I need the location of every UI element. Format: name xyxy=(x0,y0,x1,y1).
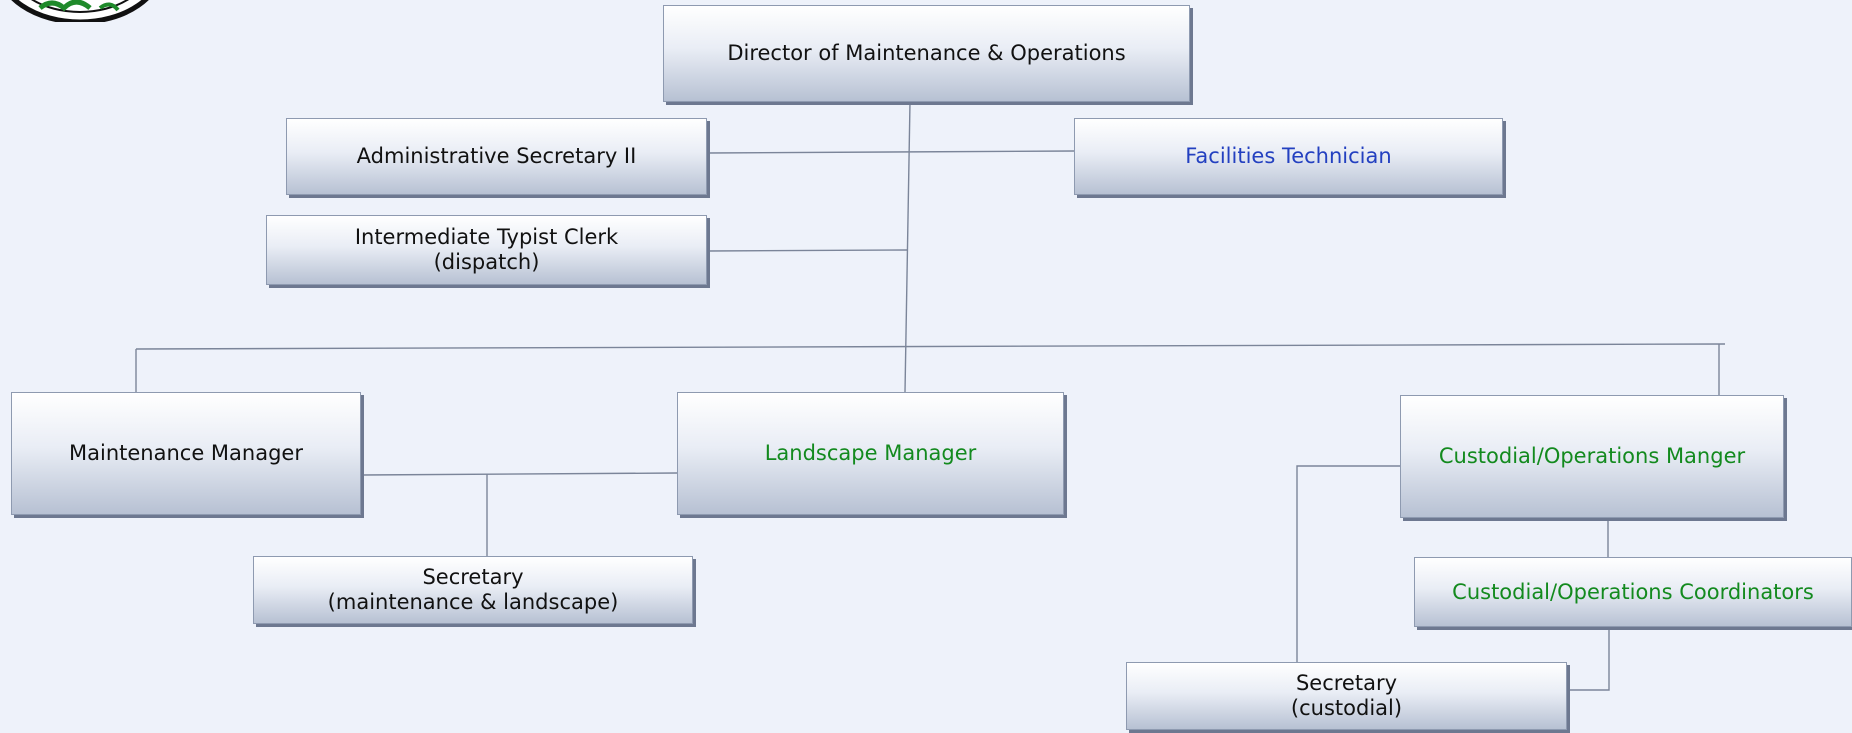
landscape-manager-box: Landscape Manager xyxy=(677,392,1064,515)
secretary-custodial-subtitle: (custodial) xyxy=(1290,696,1403,720)
connector-custodial-secretary xyxy=(1296,465,1400,662)
typist-clerk-subtitle: (dispatch) xyxy=(433,250,540,274)
connector-director-trunk xyxy=(904,101,911,393)
landscape-manager-label: Landscape Manager xyxy=(764,441,977,465)
connector-managers-bus xyxy=(135,343,1726,350)
custodial-coordinators-label: Custodial/Operations Coordinators xyxy=(1452,579,1814,604)
district-seal-logo xyxy=(11,0,149,22)
secretary-maintenance-landscape-box: Secretary (maintenance & landscape) xyxy=(253,556,693,624)
secretary-custodial-box: Secretary (custodial) xyxy=(1126,662,1567,730)
custodial-coordinators-box: Custodial/Operations Coordinators xyxy=(1414,557,1852,627)
connector-typist-clerk xyxy=(707,249,908,252)
connector-maint-landscape xyxy=(361,472,678,476)
director-box: Director of Maintenance & Operations xyxy=(663,5,1190,102)
maintenance-manager-label: Maintenance Manager xyxy=(69,441,303,465)
custodial-manager-label: Custodial/Operations Manger xyxy=(1438,444,1746,468)
connector-admin-facilities xyxy=(707,150,1075,154)
connector-coordinators-secretary xyxy=(1567,627,1610,691)
secretary-ml-subtitle: (maintenance & landscape) xyxy=(327,590,619,614)
custodial-manager-box: Custodial/Operations Manger xyxy=(1400,395,1784,518)
director-label: Director of Maintenance & Operations xyxy=(727,41,1126,65)
facilities-technician-label: Facilities Technician xyxy=(1185,144,1392,168)
facilities-technician-box: Facilities Technician xyxy=(1074,118,1503,195)
secretary-custodial-title: Secretary xyxy=(1295,671,1398,695)
typist-clerk-box: Intermediate Typist Clerk (dispatch) xyxy=(266,215,707,285)
admin-secretary-box: Administrative Secretary II xyxy=(286,118,707,195)
admin-secretary-label: Administrative Secretary II xyxy=(356,144,637,168)
maintenance-manager-box: Maintenance Manager xyxy=(11,392,361,515)
typist-clerk-title: Intermediate Typist Clerk xyxy=(354,225,619,249)
secretary-ml-title: Secretary xyxy=(422,565,524,589)
